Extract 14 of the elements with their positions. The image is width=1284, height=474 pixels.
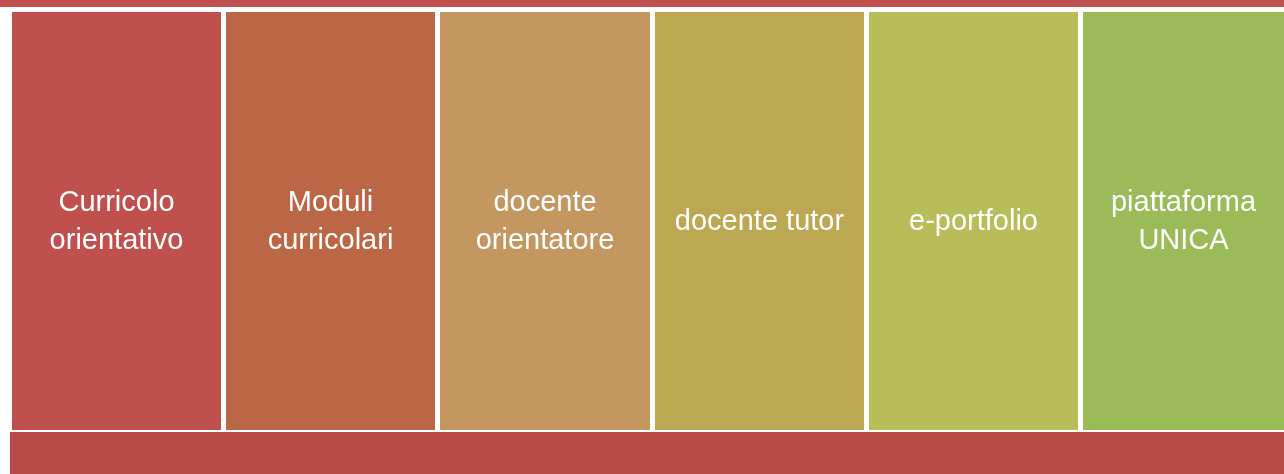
column-title: docente tutor	[674, 203, 845, 239]
column-title: Moduli curricolari	[266, 184, 395, 257]
column-panel	[226, 12, 435, 430]
column-panel	[655, 12, 864, 430]
column-panel	[1083, 12, 1284, 430]
column-title: docente orientatore	[474, 184, 616, 257]
band	[0, 0, 1284, 7]
column-title: e-portfolio	[909, 203, 1038, 239]
column-panel	[869, 12, 1078, 430]
column-panel	[12, 12, 221, 430]
column-title: Curricolo orientativo	[48, 184, 185, 257]
band	[10, 432, 1284, 474]
column-title: piattaforma UNICA	[1109, 184, 1258, 257]
column-panel	[440, 12, 650, 430]
